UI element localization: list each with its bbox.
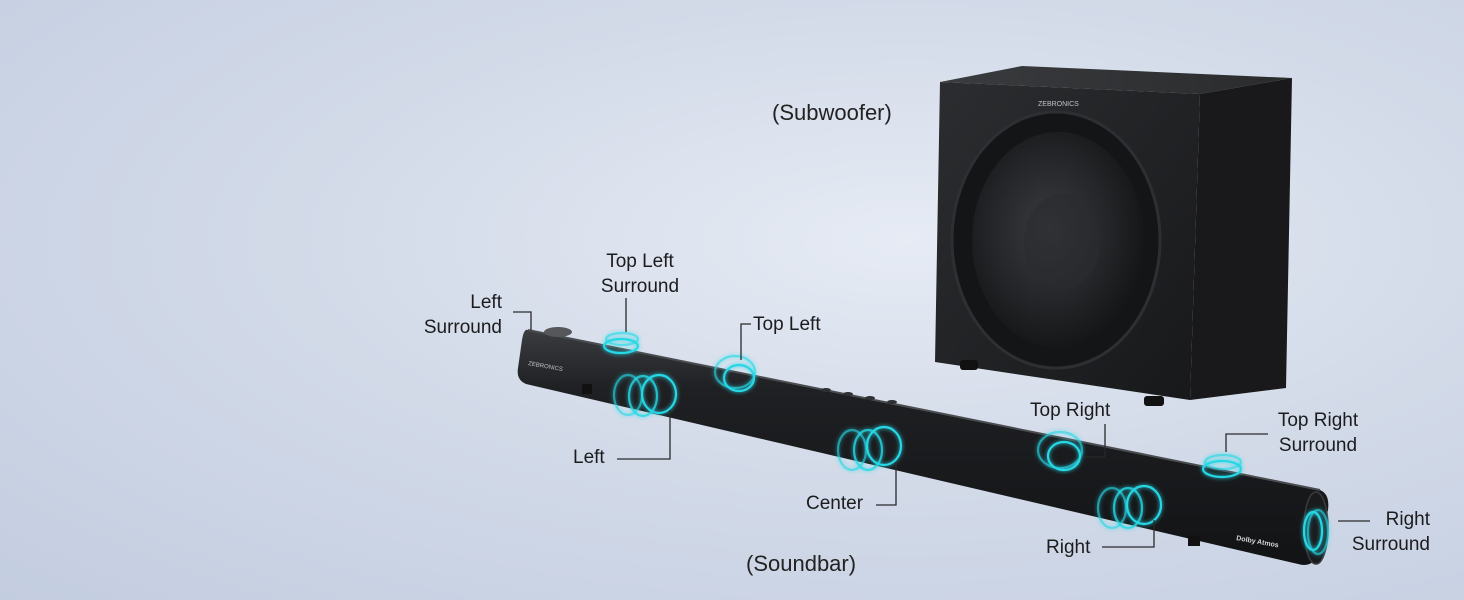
driver-highlights	[602, 331, 1330, 556]
subwoofer-caption: (Subwoofer)	[772, 100, 892, 125]
label-left: Left	[573, 447, 605, 468]
label-top-right: Top Right	[1030, 400, 1111, 421]
control-buttons	[821, 388, 897, 404]
driver-top-left-surround-icon	[602, 331, 640, 355]
label-top-right-surround: Top Right Surround	[1277, 410, 1359, 456]
driver-top-right-surround-icon	[1201, 453, 1243, 479]
soundbar-logo: ZEBRONICS	[528, 361, 564, 373]
driver-right-surround-icon	[1302, 508, 1330, 556]
leader-top-right	[1084, 424, 1106, 458]
label-top-left-surround: Top Left Surround	[600, 251, 680, 297]
soundbar-foot	[1188, 536, 1200, 546]
subwoofer: ZEBRONICS	[935, 66, 1292, 406]
soundbar-top-edge	[527, 329, 1321, 491]
label-left-surround: Left Surround	[423, 292, 502, 338]
power-knob	[544, 327, 572, 337]
driver-top-left-icon	[713, 354, 757, 393]
leader-center	[876, 462, 897, 506]
driver-top-right-icon	[1036, 430, 1084, 472]
driver-left-icon	[612, 373, 678, 418]
subwoofer-foot	[960, 360, 978, 370]
leader-left-surround	[513, 311, 532, 330]
woofer-dustcap	[1024, 194, 1100, 290]
label-right: Right	[1046, 537, 1091, 558]
label-right-surround: Right Surround	[1351, 509, 1430, 555]
leader-right	[1102, 520, 1155, 548]
leader-lines	[513, 298, 1370, 548]
label-center: Center	[806, 493, 864, 514]
label-top-left: Top Left	[753, 314, 821, 335]
subwoofer-foot	[1144, 396, 1164, 406]
leader-top-right-surround	[1225, 433, 1268, 452]
leader-left	[617, 410, 671, 460]
subwoofer-side	[1190, 78, 1292, 400]
subwoofer-top	[940, 66, 1292, 94]
soundbar-caption: (Soundbar)	[746, 551, 857, 576]
driver-center-icon	[836, 425, 903, 472]
leader-top-left	[740, 323, 751, 360]
driver-right-icon	[1096, 484, 1163, 530]
subwoofer-logo: ZEBRONICS	[1038, 101, 1079, 108]
soundbar-foot	[582, 384, 592, 394]
